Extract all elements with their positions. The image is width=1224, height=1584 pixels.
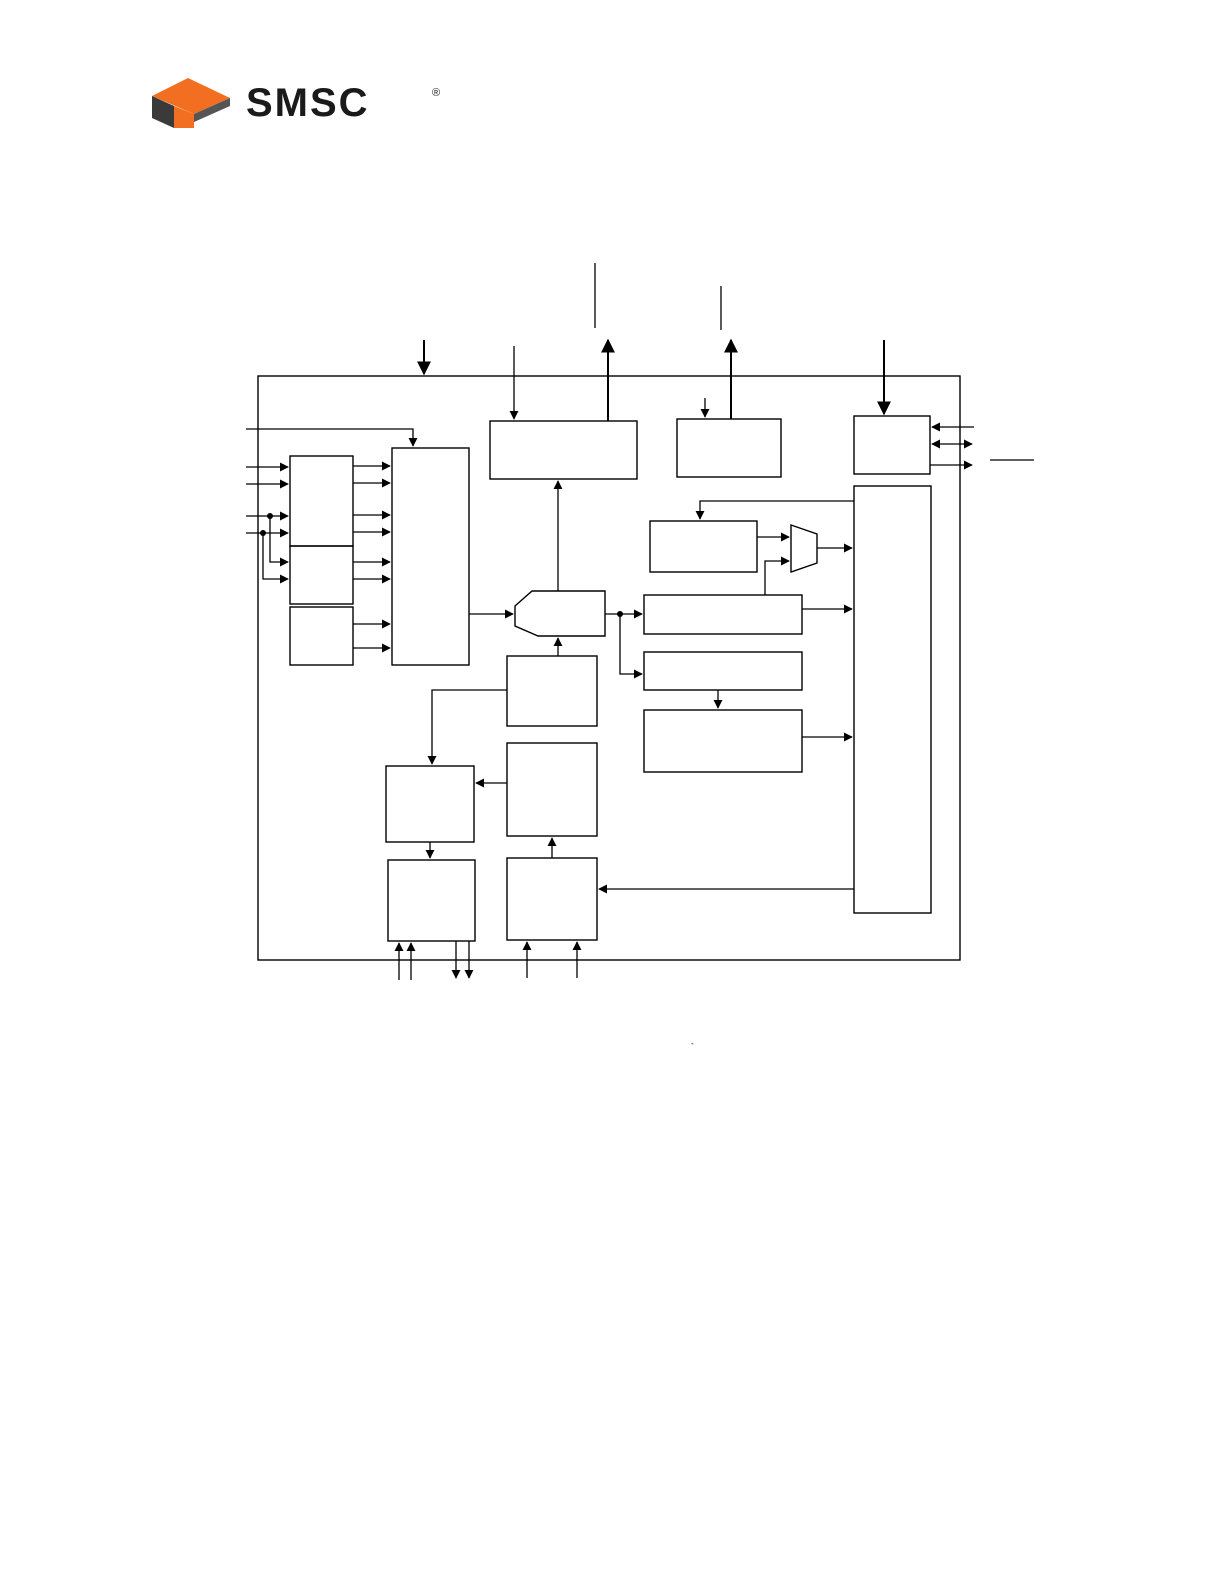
- smsc-logo: SMSC ®: [152, 78, 440, 128]
- lower-left-block-1: [385, 765, 475, 843]
- junction-dots: [260, 513, 623, 617]
- bus-to-upper-mid: [695, 500, 854, 520]
- logo-mark-left: [152, 96, 174, 128]
- registered-trademark: ®: [432, 87, 440, 99]
- input-block-a: [289, 455, 354, 547]
- center1-to-lower-left: [427, 689, 507, 765]
- mid1-to-mux: [764, 556, 790, 595]
- mux: [790, 524, 818, 573]
- top-center-block: [489, 420, 638, 480]
- left-branch-1: [269, 516, 289, 567]
- center-block-1: [506, 655, 598, 727]
- corner-block: [853, 415, 931, 475]
- left-branch-2: [262, 533, 289, 584]
- connections: [246, 263, 1034, 980]
- logo-mark-top: [152, 78, 230, 114]
- input-block-b: [289, 545, 354, 605]
- smsc-wordmark: SMSC: [246, 81, 370, 125]
- center-block-3: [506, 857, 598, 941]
- logo-mark-right: [194, 98, 230, 122]
- interface-block: [391, 447, 470, 666]
- top-right-block: [676, 418, 782, 478]
- lower-left-block-2: [387, 859, 476, 942]
- mid-block-3: [643, 709, 803, 773]
- central-switch: [514, 590, 606, 637]
- mid-block-2: [643, 651, 803, 691]
- junction-3: [617, 611, 623, 617]
- junction-1: [267, 513, 273, 519]
- right-bus-block: [853, 485, 932, 914]
- chip-boundary: [257, 375, 961, 961]
- logo-mark-front: [174, 106, 194, 128]
- mid-block-1: [643, 594, 803, 635]
- smsc-logo-mark: [152, 78, 230, 128]
- center-block-2: [506, 742, 598, 837]
- switch-to-mid2: [619, 614, 643, 679]
- stray-mark: -: [691, 1039, 694, 1048]
- junction-2: [260, 530, 266, 536]
- left-top-feed: [246, 428, 418, 447]
- input-block-c: [289, 606, 354, 666]
- upper-mid-block: [649, 520, 758, 573]
